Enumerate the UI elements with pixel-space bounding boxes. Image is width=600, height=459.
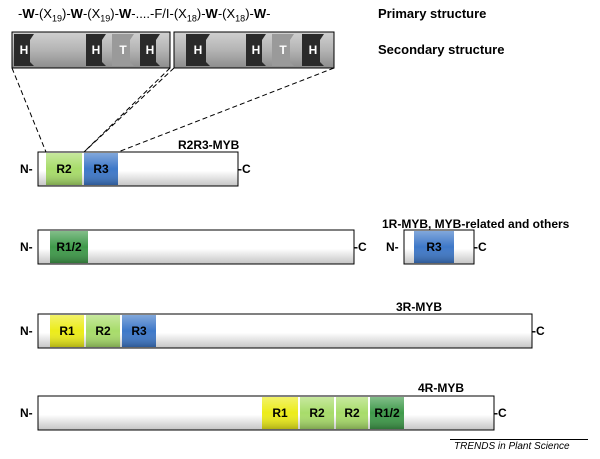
domain-label-r1-2: R1/2 [374, 406, 400, 420]
domain-label-r2: R2 [56, 162, 72, 176]
primary-structure-sequence: -W-(X19)-W-(X19)-W-....-F/I-(X18)-W-(X18… [18, 6, 271, 24]
protein-r2r3-myb [37, 151, 239, 187]
protein-name-r2r3-myb: R2R3-MYB [178, 138, 240, 152]
protein-1r-myb [37, 229, 355, 265]
n-terminus-label: N- [20, 324, 33, 338]
domain-label-r2: R2 [309, 406, 325, 420]
c-terminus-label: -C [354, 240, 367, 254]
helix-label: H [194, 43, 203, 57]
domain-label-r2: R2 [95, 324, 111, 338]
c-terminus-label: -C [238, 162, 251, 176]
zoom-connectors [11, 67, 335, 153]
turn-label: T [119, 43, 127, 57]
protein-3r-myb [37, 313, 533, 349]
protein-name-1r-myb: 1R-MYB, MYB-related and others [382, 217, 570, 231]
protein-4r-myb [37, 395, 495, 431]
protein-name-3r-myb: 3R-MYB [396, 300, 443, 314]
helix-label: H [92, 43, 101, 57]
protein-name-4r-myb: 4R-MYB [418, 381, 465, 395]
helix-label: H [146, 43, 155, 57]
domain-label-r2: R2 [344, 406, 360, 420]
footer-divider [450, 439, 588, 440]
c-terminus-label: -C [532, 324, 545, 338]
helix-label: H [309, 43, 318, 57]
n-terminus-label: N- [20, 240, 33, 254]
c-terminus-label: -C [474, 240, 487, 254]
c-terminus-label: -C [494, 406, 507, 420]
domain-label-r1: R1 [59, 324, 75, 338]
n-terminus-label: N- [386, 240, 399, 254]
domain-label-r1-2: R1/2 [56, 240, 82, 254]
protein-1r-myb-alt [403, 229, 475, 265]
domain-label-r3: R3 [131, 324, 147, 338]
domain-label-r3: R3 [426, 240, 442, 254]
journal-footer: TRENDS in Plant Science [454, 441, 570, 452]
secondary-structure-title: Secondary structure [378, 42, 505, 57]
domain-label-r1: R1 [272, 406, 288, 420]
turn-label: T [279, 43, 287, 57]
domain-label-r3: R3 [93, 162, 109, 176]
helix-label: H [252, 43, 261, 57]
n-terminus-label: N- [20, 162, 33, 176]
n-terminus-label: N- [20, 406, 33, 420]
secondary-structure-bar-1 [11, 31, 171, 69]
helix-label: H [20, 43, 29, 57]
primary-structure-title: Primary structure [378, 6, 487, 21]
secondary-structure-bar-2 [173, 31, 335, 69]
